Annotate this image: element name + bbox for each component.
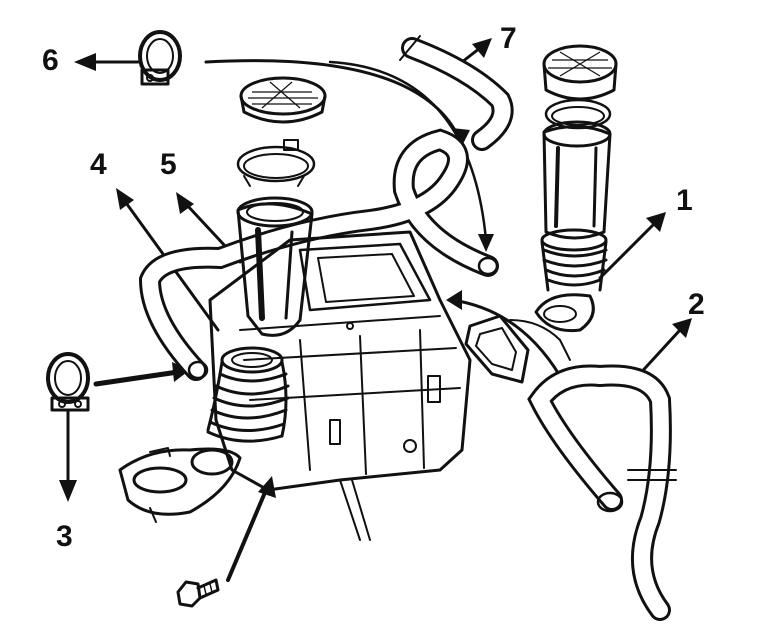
callout-3: 3 — [56, 520, 73, 553]
vent-grille-left — [236, 76, 327, 187]
heater-box — [208, 230, 472, 541]
bellows-left — [206, 346, 290, 443]
heater-hose-2 — [527, 364, 677, 621]
vent-grille-right — [542, 44, 618, 130]
vent-nozzle-right — [542, 120, 612, 240]
leader-arrows — [59, 38, 692, 582]
vent-nozzle-left — [236, 196, 314, 337]
flange-plate — [464, 314, 571, 384]
callout-4: 4 — [90, 148, 107, 181]
bolt — [176, 578, 220, 608]
heater-hose-long — [138, 35, 514, 381]
callout-7: 7 — [500, 22, 517, 55]
callout-5: 5 — [160, 148, 177, 181]
callout-6: 6 — [42, 44, 59, 77]
hose-clamp-top — [138, 30, 182, 86]
bellows-right — [534, 228, 608, 333]
callout-1: 1 — [676, 184, 693, 217]
callout-2: 2 — [688, 288, 705, 321]
hose-clamp-left — [46, 352, 90, 412]
defroster-duct — [118, 447, 242, 523]
